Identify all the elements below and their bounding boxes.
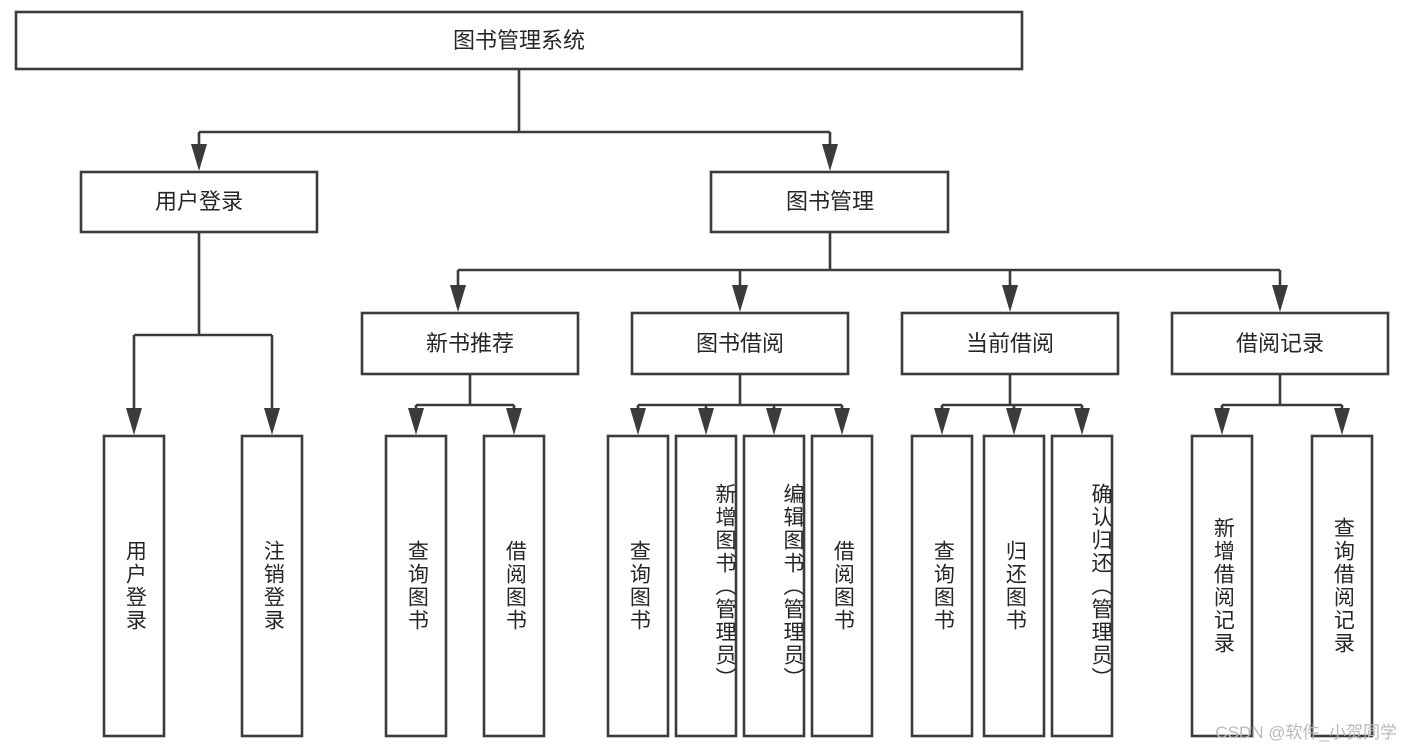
node-box-leaf-borrow-book-1[interactable] — [482, 434, 546, 738]
node-label-book-manage: 图书管理 — [786, 189, 874, 214]
node-box-borrow-record[interactable] — [1170, 311, 1390, 376]
node-box-leaf-query-book-1[interactable] — [384, 434, 448, 738]
arrow-head-leaf-query-book-3 — [934, 408, 950, 435]
arrow-head-leaf-user-logout — [264, 408, 280, 435]
arrow-head-book-borrow — [732, 285, 748, 312]
connector-group-user-login — [126, 232, 280, 435]
arrow-head-current-borrow — [1002, 285, 1018, 312]
node-box-leaf-query-book-3[interactable] — [910, 434, 974, 738]
arrow-head-leaf-add-borrow-record — [1214, 408, 1230, 435]
node-label-user-login: 用户登录 — [155, 189, 243, 214]
arrow-head-leaf-query-book-1 — [408, 408, 424, 435]
node-box-leaf-user-logout[interactable] — [240, 434, 304, 738]
node-label-borrow-record: 借阅记录 — [1236, 331, 1324, 356]
node-box-leaf-query-borrow-record[interactable] — [1310, 434, 1374, 738]
node-box-book-manage[interactable] — [709, 170, 950, 234]
node-label-book-borrow: 图书借阅 — [696, 331, 784, 356]
node-box-leaf-add-borrow-record[interactable] — [1190, 434, 1254, 738]
arrow-head-leaf-borrow-book-1 — [506, 408, 522, 435]
arrow-head-leaf-query-book-2 — [630, 408, 646, 435]
node-box-leaf-user-login[interactable] — [102, 434, 166, 738]
arrow-head-leaf-confirm-return — [1074, 408, 1090, 435]
arrow-head-new-book-recommend — [450, 285, 466, 312]
node-label-current-borrow: 当前借阅 — [966, 331, 1054, 356]
arrow-head-leaf-add-book — [698, 408, 714, 435]
arrow-head-borrow-record — [1272, 285, 1288, 312]
arrow-head-leaf-user-login — [126, 408, 142, 435]
node-box-leaf-return-book[interactable] — [982, 434, 1046, 738]
node-label-new-book-recommend: 新书推荐 — [426, 331, 514, 356]
node-label-root: 图书管理系统 — [453, 28, 585, 53]
arrow-head-leaf-return-book — [1006, 408, 1022, 435]
node-box-new-book-recommend[interactable] — [360, 311, 580, 376]
watermark-text: CSDN @软件_小贺同学 — [1215, 723, 1397, 742]
node-box-root[interactable] — [14, 10, 1024, 71]
connector-group-book-borrow — [630, 374, 850, 435]
connector-group-new-book-recommend — [408, 374, 522, 435]
arrow-head-user-login — [191, 144, 207, 171]
arrow-head-leaf-borrow-book-2 — [834, 408, 850, 435]
node-box-leaf-edit-book[interactable] — [742, 434, 806, 738]
node-box-leaf-borrow-book-2[interactable] — [810, 434, 874, 738]
arrow-head-leaf-query-borrow-record — [1334, 408, 1350, 435]
node-box-book-borrow[interactable] — [630, 311, 850, 376]
node-box-leaf-add-book[interactable] — [674, 434, 738, 738]
node-box-leaf-confirm-return[interactable] — [1050, 434, 1114, 738]
connector-group-book-manage — [450, 232, 1288, 312]
node-box-current-borrow[interactable] — [900, 311, 1120, 376]
connector-group-root — [191, 69, 838, 171]
arrow-head-leaf-edit-book — [766, 408, 782, 435]
arrow-head-book-manage — [822, 144, 838, 171]
node-box-leaf-query-book-2[interactable] — [606, 434, 670, 738]
connector-group-borrow-record — [1214, 374, 1350, 435]
connector-group-current-borrow — [934, 374, 1090, 435]
node-box-user-login[interactable] — [79, 170, 319, 234]
